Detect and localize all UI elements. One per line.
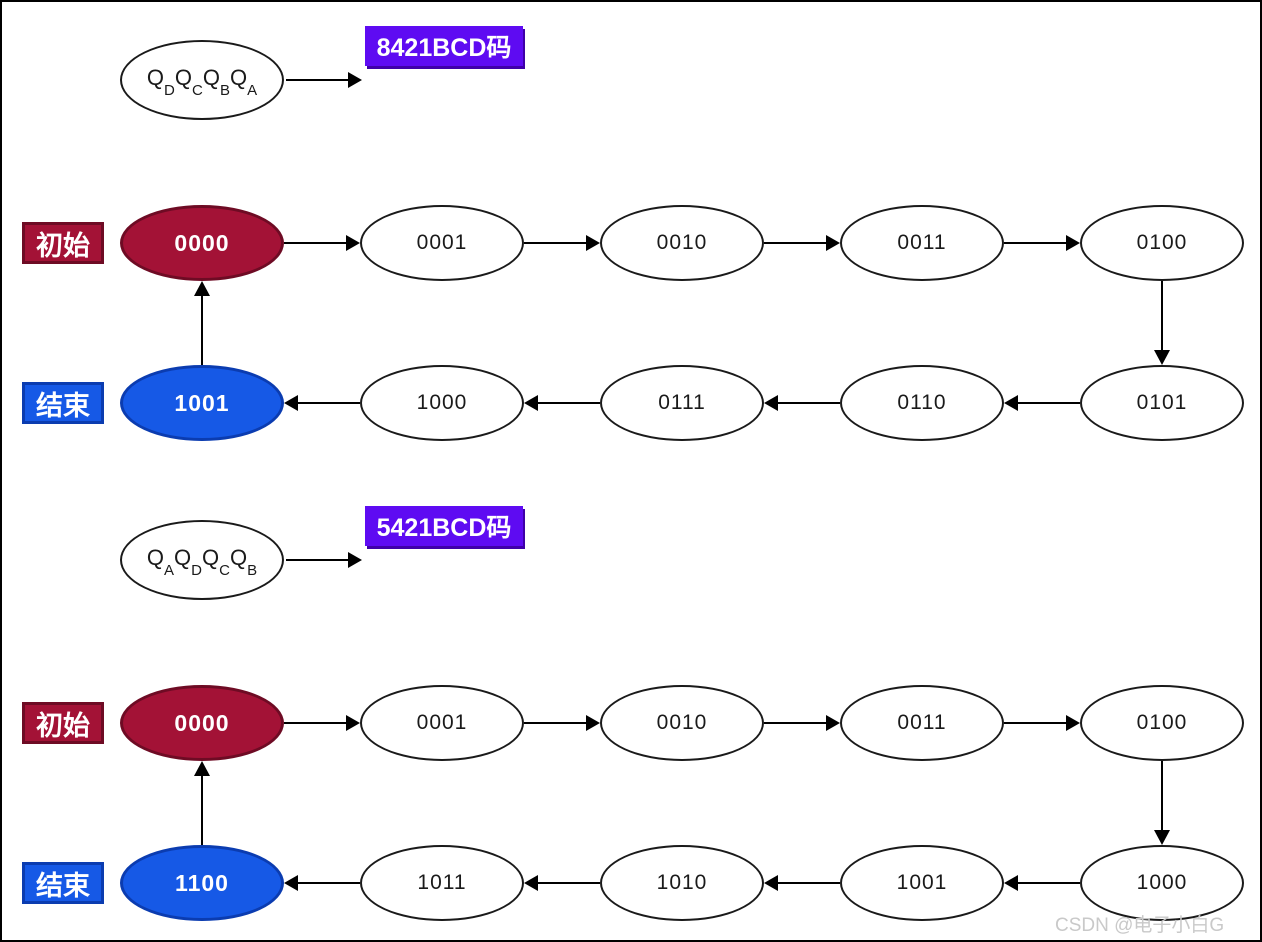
state-node-0001: 0001 <box>360 685 524 761</box>
arrow-left-icon <box>764 395 778 411</box>
transition-arrow <box>1004 715 1080 731</box>
arrow-right-icon <box>826 235 840 251</box>
end-badge: 结束 <box>22 382 104 424</box>
legend-ellipse-8421: QDQCQBQA <box>120 40 284 120</box>
legend-text: QDQCQBQA <box>146 65 258 99</box>
arrow-right-icon <box>586 715 600 731</box>
arrow-line <box>284 722 347 724</box>
transition-arrow <box>524 395 600 411</box>
arrow-line <box>764 722 827 724</box>
transition-arrow <box>764 875 840 891</box>
state-node-0111: 0111 <box>600 365 764 441</box>
state-node-0010: 0010 <box>600 205 764 281</box>
transition-arrow <box>764 395 840 411</box>
arrow-line <box>297 402 360 404</box>
transition-arrow <box>764 715 840 731</box>
state-node-0000: 0000 <box>120 685 284 761</box>
state-node-1000: 1000 <box>1080 845 1244 921</box>
arrow-left-icon <box>524 395 538 411</box>
arrow-line <box>524 242 587 244</box>
state-node-0100: 0100 <box>1080 205 1244 281</box>
arrow-right-icon <box>348 552 362 568</box>
arrow-right-icon <box>346 715 360 731</box>
end-badge: 结束 <box>22 862 104 904</box>
arrow-left-icon <box>284 875 298 891</box>
legend-arrow <box>286 72 362 88</box>
state-node-1000: 1000 <box>360 365 524 441</box>
initial-badge: 初始 <box>22 702 104 744</box>
state-node-0010: 0010 <box>600 685 764 761</box>
arrow-line <box>537 882 600 884</box>
state-node-1010: 1010 <box>600 845 764 921</box>
arrow-right-icon <box>586 235 600 251</box>
arrow-line <box>201 296 203 365</box>
transition-arrow <box>284 235 360 251</box>
transition-arrow <box>284 715 360 731</box>
arrow-down-icon <box>1154 350 1170 365</box>
arrow-line <box>297 882 360 884</box>
transition-arrow <box>524 715 600 731</box>
legend-ellipse-5421: QAQDQCQB <box>120 520 284 600</box>
state-node-0100: 0100 <box>1080 685 1244 761</box>
state-node-0110: 0110 <box>840 365 1004 441</box>
arrow-up-icon <box>194 281 210 296</box>
arrow-line <box>537 402 600 404</box>
transition-arrow-down <box>1154 761 1170 845</box>
arrow-line <box>286 559 349 561</box>
state-node-0001: 0001 <box>360 205 524 281</box>
state-node-0011: 0011 <box>840 685 1004 761</box>
arrow-line <box>777 402 840 404</box>
arrow-line <box>1004 242 1067 244</box>
legend-arrow <box>286 552 362 568</box>
arrow-left-icon <box>1004 875 1018 891</box>
arrow-right-icon <box>1066 715 1080 731</box>
transition-arrow <box>524 235 600 251</box>
diagram-5421: QAQDQCQB 5421BCD码 初始 结束 0000 0001 0010 0… <box>2 482 1260 940</box>
arrow-line <box>284 242 347 244</box>
arrow-line <box>524 722 587 724</box>
arrow-line <box>764 242 827 244</box>
arrow-right-icon <box>826 715 840 731</box>
transition-arrow <box>524 875 600 891</box>
arrow-left-icon <box>284 395 298 411</box>
arrow-line <box>1004 722 1067 724</box>
arrow-line <box>1017 402 1080 404</box>
arrow-left-icon <box>764 875 778 891</box>
state-node-1100: 1100 <box>120 845 284 921</box>
transition-arrow-down <box>1154 281 1170 365</box>
transition-arrow <box>1004 875 1080 891</box>
arrow-line <box>777 882 840 884</box>
state-node-0011: 0011 <box>840 205 1004 281</box>
arrow-line <box>286 79 349 81</box>
arrow-right-icon <box>1066 235 1080 251</box>
state-node-1001: 1001 <box>120 365 284 441</box>
diagram-8421: QDQCQBQA 8421BCD码 初始 结束 0000 0001 0010 0… <box>2 2 1260 482</box>
arrow-down-icon <box>1154 830 1170 845</box>
transition-arrow <box>1004 395 1080 411</box>
arrow-right-icon <box>346 235 360 251</box>
arrow-up-icon <box>194 761 210 776</box>
state-node-0101: 0101 <box>1080 365 1244 441</box>
transition-arrow <box>284 875 360 891</box>
arrow-left-icon <box>524 875 538 891</box>
arrow-line <box>201 776 203 845</box>
watermark: CSDN @电子小白G <box>1055 915 1225 936</box>
title-badge-8421: 8421BCD码 <box>365 26 523 66</box>
transition-arrow <box>284 395 360 411</box>
transition-arrow <box>1004 235 1080 251</box>
transition-arrow-up <box>194 761 210 845</box>
title-badge-5421: 5421BCD码 <box>365 506 523 546</box>
state-node-0000: 0000 <box>120 205 284 281</box>
arrow-right-icon <box>348 72 362 88</box>
arrow-left-icon <box>1004 395 1018 411</box>
transition-arrow-up <box>194 281 210 365</box>
initial-badge: 初始 <box>22 222 104 264</box>
state-node-1001: 1001 <box>840 845 1004 921</box>
arrow-line <box>1161 761 1163 830</box>
transition-arrow <box>764 235 840 251</box>
legend-text: QAQDQCQB <box>146 545 258 579</box>
state-node-1011: 1011 <box>360 845 524 921</box>
arrow-line <box>1161 281 1163 350</box>
arrow-line <box>1017 882 1080 884</box>
